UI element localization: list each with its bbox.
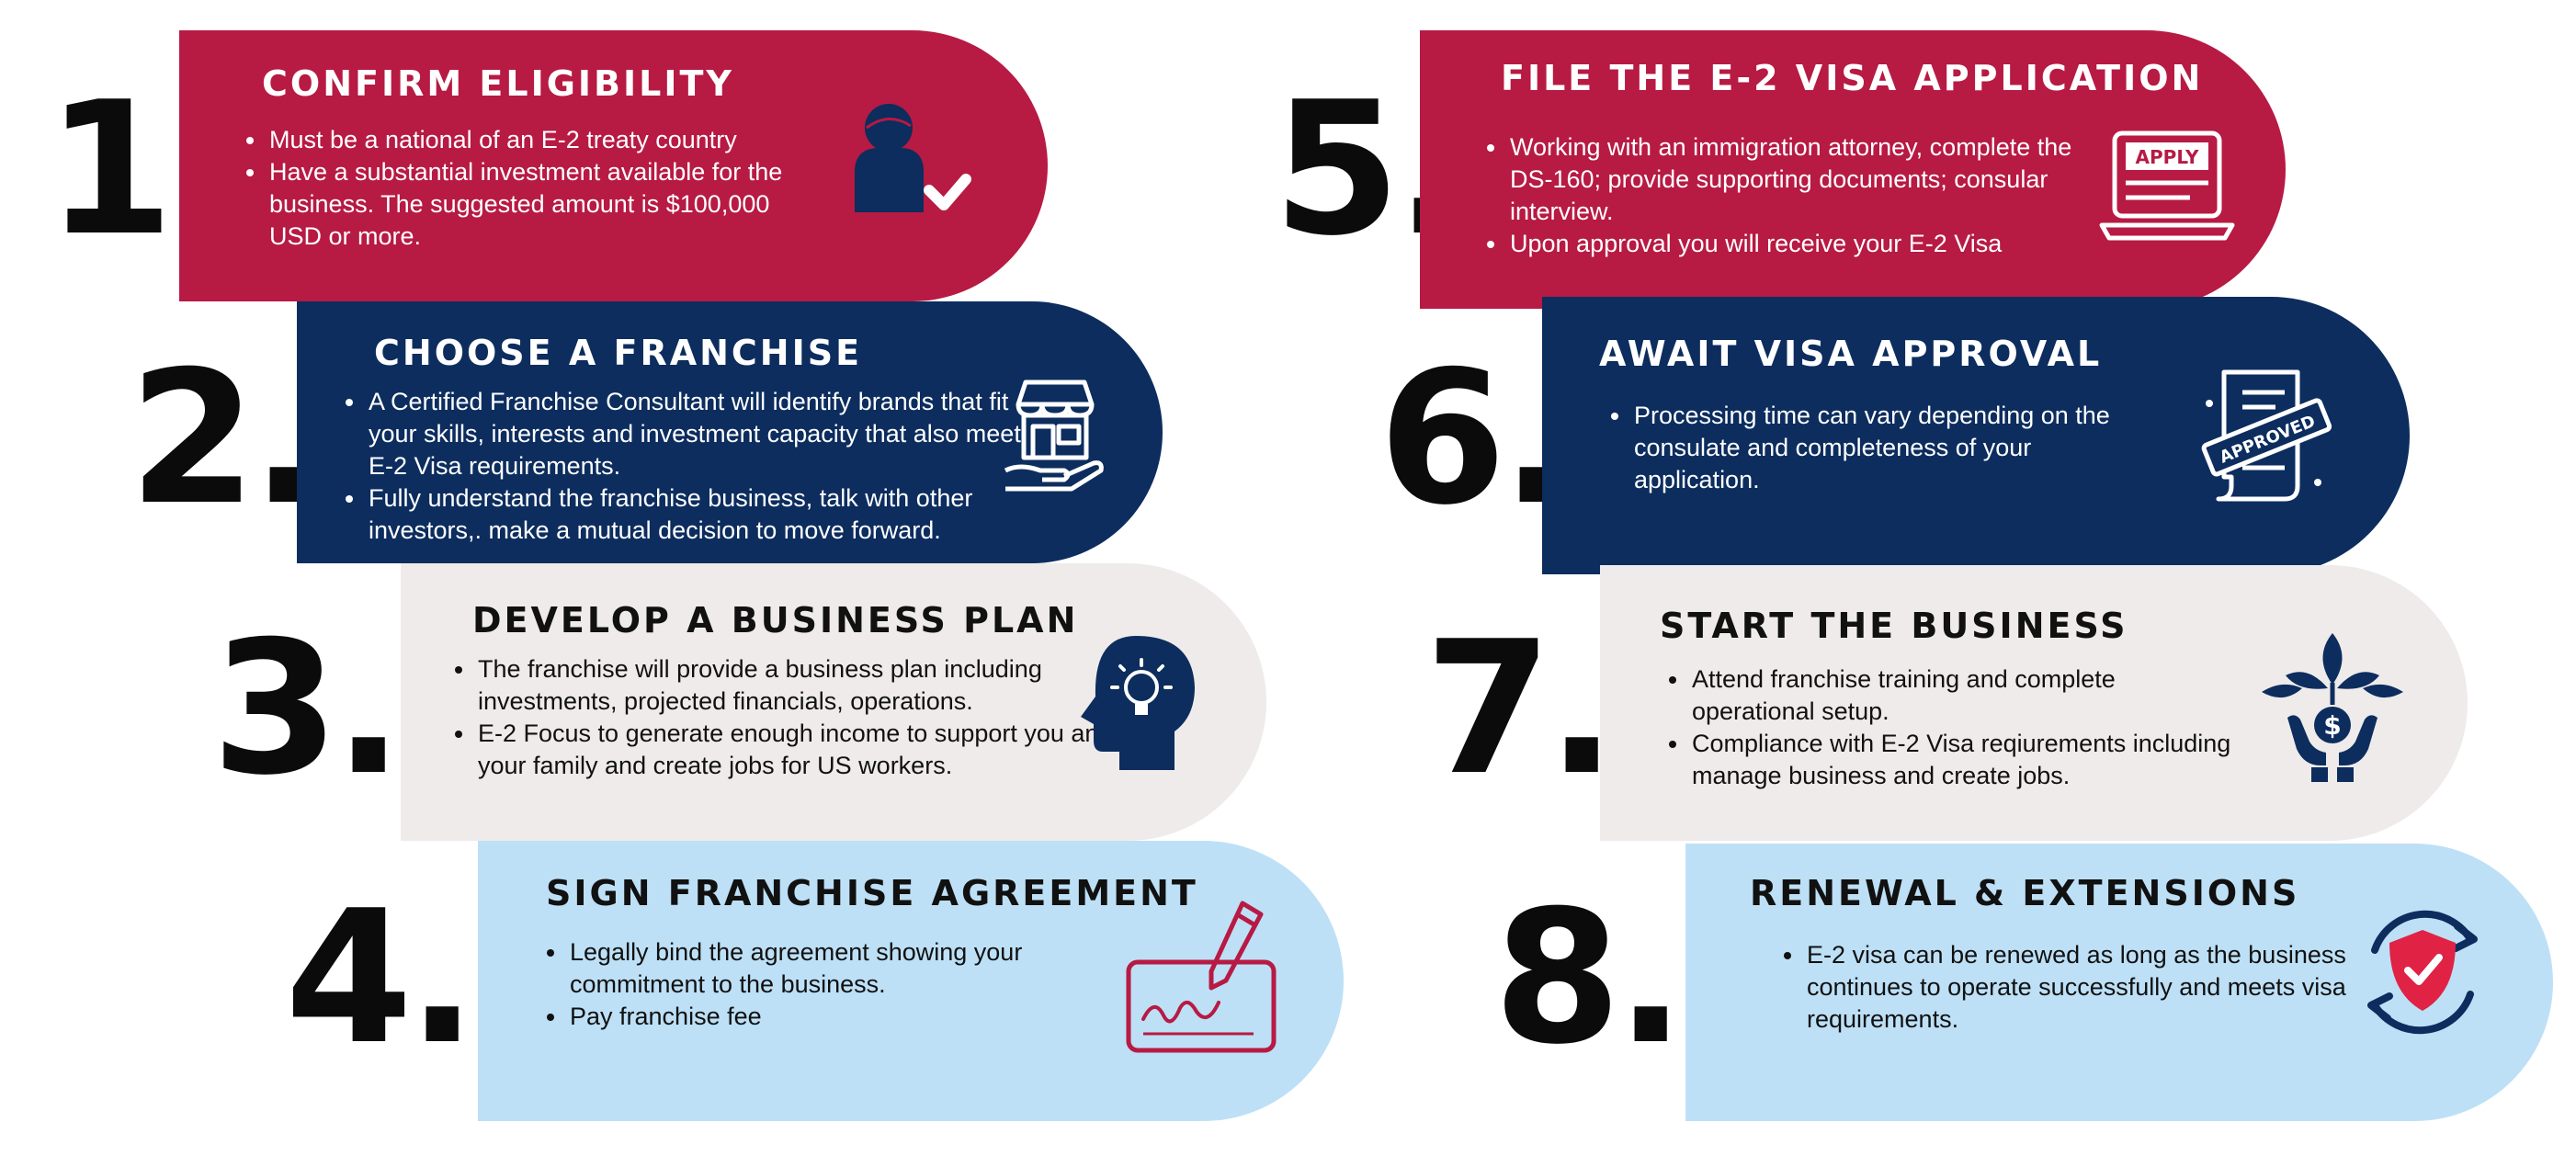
step-8-title: RENEWAL & EXTENSIONS bbox=[1750, 873, 2300, 913]
step-3-bullet-2: E-2 Focus to generate enough income to s… bbox=[476, 718, 1138, 782]
step-4-number: 4. bbox=[285, 871, 477, 1085]
step-8-bullets: E-2 visa can be renewed as long as the b… bbox=[1772, 939, 2356, 1036]
step-5-bullet-2: Upon approval you will receive your E-2 … bbox=[1508, 228, 2096, 260]
step-6-bullet-1: Processing time can vary depending on th… bbox=[1632, 400, 2147, 496]
step-2-title: CHOOSE A FRANCHISE bbox=[374, 333, 863, 373]
step-4-bullets: Legally bind the agreement showing your … bbox=[535, 936, 1156, 1033]
step-5-bullet-1: Working with an immigration attorney, co… bbox=[1508, 131, 2096, 228]
step-1-bullets: Must be a national of an E-2 treaty coun… bbox=[234, 124, 791, 253]
step-3-bullets: The franchise will provide a business pl… bbox=[443, 653, 1138, 782]
step-3-number: 3. bbox=[211, 602, 403, 816]
person-check-icon bbox=[855, 104, 971, 212]
pen-signature-icon bbox=[1126, 901, 1277, 1053]
step-7-bullets: Attend franchise training and complete o… bbox=[1657, 663, 2241, 792]
step-2-bullet-1: A Certified Franchise Consultant will id… bbox=[367, 386, 1028, 482]
step-5-card: FILE THE E-2 VISA APPLICATION Working wi… bbox=[1420, 30, 2286, 309]
laptop-apply-icon: APPLY bbox=[2099, 130, 2235, 241]
step-7-number: 7. bbox=[1424, 602, 1617, 816]
step-6-number: 6. bbox=[1379, 332, 1571, 546]
step-4-bullet-2: Pay franchise fee bbox=[568, 1001, 1156, 1033]
step-8-bullet-1: E-2 visa can be renewed as long as the b… bbox=[1805, 939, 2356, 1036]
apply-label: APPLY bbox=[2136, 146, 2199, 168]
dollar-sign: $ bbox=[2323, 710, 2341, 741]
step-3-card: DEVELOP A BUSINESS PLAN The franchise wi… bbox=[401, 563, 1266, 841]
step-3-bullet-1: The franchise will provide a business pl… bbox=[476, 653, 1138, 718]
step-6-bullets: Processing time can vary depending on th… bbox=[1599, 400, 2147, 496]
step-1-bullet-1: Must be a national of an E-2 treaty coun… bbox=[267, 124, 791, 156]
step-4-bullet-1: Legally bind the agreement showing your … bbox=[568, 936, 1156, 1001]
step-4-title: SIGN FRANCHISE AGREEMENT bbox=[546, 873, 1198, 913]
step-7-title: START THE BUSINESS bbox=[1660, 606, 2128, 646]
step-5-title: FILE THE E-2 VISA APPLICATION bbox=[1501, 58, 2204, 98]
plant-money-hands-icon: $ bbox=[2262, 633, 2403, 782]
step-4-card: SIGN FRANCHISE AGREEMENT Legally bind th… bbox=[478, 841, 1344, 1121]
step-7-bullet-1: Attend franchise training and complete o… bbox=[1690, 663, 2241, 728]
step-8-number: 8. bbox=[1493, 871, 1685, 1085]
step-3-title: DEVELOP A BUSINESS PLAN bbox=[472, 600, 1079, 640]
step-1-bullet-2: Have a substantial investment available … bbox=[267, 156, 791, 253]
step-6-card: AWAIT VISA APPROVAL Processing time can … bbox=[1542, 297, 2410, 574]
approved-document-icon: APPROVED bbox=[2201, 369, 2332, 502]
step-5-bullets: Working with an immigration attorney, co… bbox=[1475, 131, 2096, 260]
step-2-number: 2. bbox=[129, 332, 321, 546]
step-1-title: CONFIRM ELIGIBILITY bbox=[262, 63, 734, 104]
storefront-hand-icon bbox=[1004, 380, 1104, 492]
step-2-bullet-2: Fully understand the franchise business,… bbox=[367, 482, 1028, 547]
step-7-bullet-2: Compliance with E-2 Visa reqiurements in… bbox=[1690, 728, 2241, 792]
shield-renew-icon bbox=[2367, 910, 2478, 1035]
step-8-card: RENEWAL & EXTENSIONS E-2 visa can be ren… bbox=[1685, 844, 2553, 1121]
step-7-card: START THE BUSINESS Attend franchise trai… bbox=[1600, 565, 2468, 841]
step-6-title: AWAIT VISA APPROVAL bbox=[1599, 334, 2103, 374]
step-1-card: CONFIRM ELIGIBILITY Must be a national o… bbox=[179, 30, 1048, 301]
head-lightbulb-icon bbox=[1081, 636, 1195, 770]
step-2-card: CHOOSE A FRANCHISE A Certified Franchise… bbox=[297, 301, 1163, 563]
step-2-bullets: A Certified Franchise Consultant will id… bbox=[334, 386, 1028, 547]
